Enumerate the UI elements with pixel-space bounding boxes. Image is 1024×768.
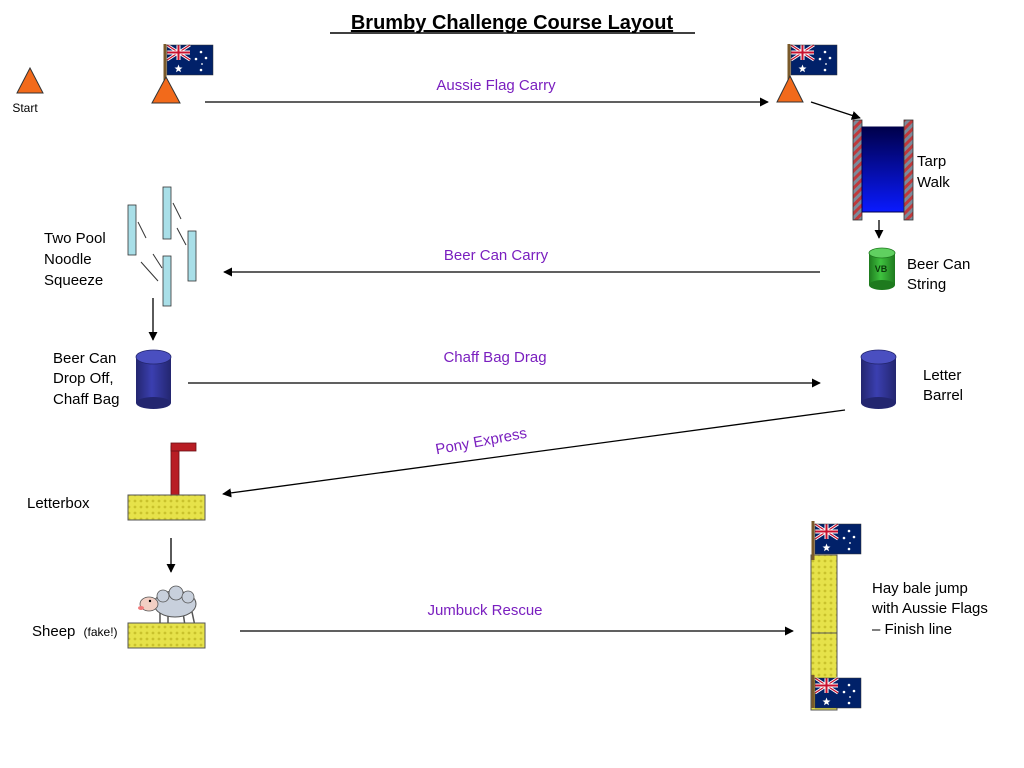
australian-flag-icon bbox=[165, 43, 215, 77]
pool-noodle-icon bbox=[127, 186, 197, 307]
tarp-icon bbox=[852, 119, 914, 221]
hay-bale-icon bbox=[127, 622, 206, 649]
page-title: Brumby Challenge Course Layout bbox=[351, 12, 674, 34]
barrel-icon bbox=[860, 349, 897, 409]
svg-text:VB: VB bbox=[875, 264, 888, 274]
barrel-icon bbox=[135, 349, 172, 409]
australian-flag-icon bbox=[813, 522, 863, 556]
leg-label-chaff-bag-drag: Chaff Bag Drag bbox=[443, 349, 546, 366]
cone-icon bbox=[776, 74, 804, 103]
leg-label-pony-express: Pony Express bbox=[434, 425, 528, 459]
start-label: Start bbox=[12, 101, 38, 115]
two-pool-noodle-squeeze-label: Two Pool Noodle Squeeze bbox=[44, 230, 110, 289]
arrow-to-tarp bbox=[810, 101, 861, 120]
turn-flag-station bbox=[776, 43, 839, 103]
beer-can-drop-off-label: Beer Can Drop Off, Chaff Bag bbox=[53, 350, 121, 408]
letterbox-label: Letterbox bbox=[27, 495, 90, 512]
finish-line-hay-bales bbox=[810, 521, 863, 711]
beer-can-icon: VB bbox=[868, 247, 896, 290]
sheep-note: (fake!) bbox=[84, 625, 118, 639]
hay-bale-icon bbox=[810, 554, 838, 634]
leg-label-beer-can-carry: Beer Can Carry bbox=[444, 247, 549, 264]
letterbox-icon bbox=[127, 442, 206, 521]
australian-flag-icon bbox=[813, 676, 863, 710]
cone-icon bbox=[151, 75, 181, 104]
tarp-walk-label: Tarp Walk bbox=[917, 153, 950, 191]
sheep-icon bbox=[138, 585, 197, 627]
letter-barrel-label: Letter Barrel bbox=[923, 367, 966, 404]
hay-bale-jump-label: Hay bale jump with Aussie Flags – Finish… bbox=[871, 580, 992, 638]
cone-icon bbox=[16, 66, 44, 94]
sheep-label: Sheep (fake!) bbox=[32, 623, 118, 640]
beer-can-string-label: Beer Can String bbox=[907, 256, 975, 293]
australian-flag-icon bbox=[789, 43, 839, 77]
start-flag-station bbox=[151, 43, 215, 104]
arrow-pony-express bbox=[222, 409, 846, 498]
hay-bale-icon bbox=[127, 494, 206, 521]
leg-label-aussie-flag-carry: Aussie Flag Carry bbox=[436, 77, 556, 94]
leg-label-jumbuck-rescue: Jumbuck Rescue bbox=[427, 602, 542, 619]
